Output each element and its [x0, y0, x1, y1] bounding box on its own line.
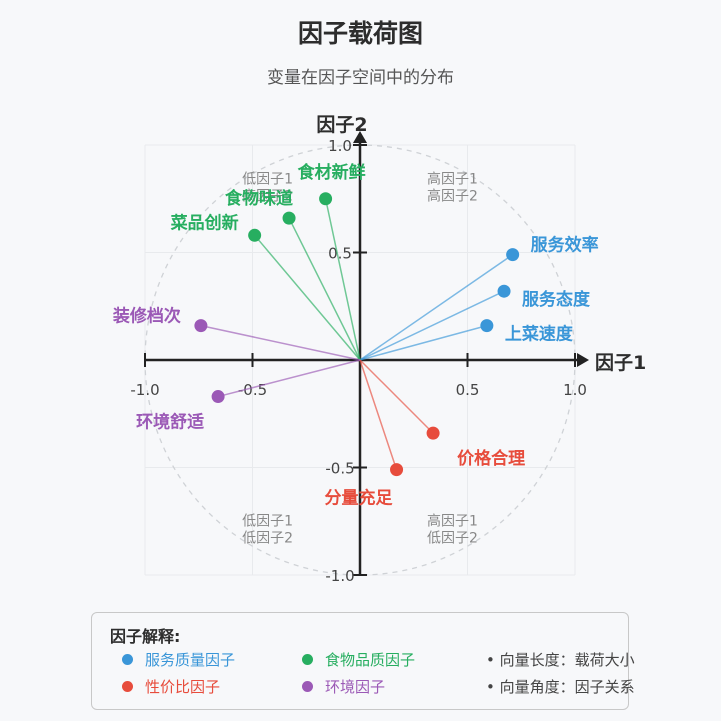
- quadrant-label: 低因子1: [242, 514, 293, 530]
- loading-vector: [359, 359, 434, 434]
- legend-note-angle: • 向量角度：因子关系: [486, 678, 635, 696]
- y-tick-label: 0.5: [328, 245, 352, 263]
- y-tick-label: 1.0: [328, 137, 352, 155]
- loading-point: [211, 390, 225, 404]
- x-tick-label: 1.0: [563, 381, 587, 399]
- legend-label: 服务质量因子: [145, 651, 236, 669]
- quadrant-label: 高因子2: [242, 188, 293, 205]
- loading-point: [426, 426, 440, 440]
- point-label: 菜品创新: [170, 212, 239, 233]
- legend-item-service: 服务质量因子: [122, 649, 235, 670]
- legend-item-environment: 环境因子: [302, 676, 385, 697]
- x-tick-label: 0.5: [456, 381, 480, 399]
- loading-point: [506, 248, 520, 262]
- point-label: 服务效率: [531, 235, 599, 256]
- loading-point: [319, 192, 333, 206]
- legend-item-price: 性价比因子: [122, 676, 220, 697]
- legend-dot: [122, 681, 133, 692]
- legend-label: 性价比因子: [145, 678, 221, 696]
- loading-vector: [359, 290, 505, 361]
- loading-point: [480, 319, 494, 333]
- loading-vector: [359, 254, 514, 361]
- quadrant-label: 高因子2: [427, 188, 478, 205]
- loading-point: [282, 211, 296, 225]
- quadrant-label: 高因子1: [427, 171, 478, 188]
- loading-vector: [288, 217, 361, 361]
- x-axis-label: 因子1: [595, 352, 646, 374]
- legend-dot: [302, 681, 313, 692]
- legend-item-food: 食物品质因子: [302, 649, 415, 670]
- point-label: 环境舒适: [136, 412, 204, 433]
- loading-vector: [254, 234, 361, 361]
- legend-box: 因子解释: 服务质量因子 食物品质因子 性价比因子 环境因子 • 向量长度：载荷…: [91, 612, 635, 710]
- legend-title: 因子解释:: [110, 627, 181, 646]
- point-label: 分量充足: [325, 488, 393, 509]
- quadrant-label: 低因子2: [427, 531, 478, 547]
- point-label: 上菜速度: [505, 324, 574, 345]
- quadrant-label: 低因子1: [242, 172, 293, 188]
- legend-label: 食物品质因子: [325, 651, 416, 669]
- quadrant-label: 低因子2: [242, 531, 293, 547]
- loading-point: [248, 228, 262, 242]
- x-axis-arrow: [577, 353, 589, 367]
- loading-vector: [324, 198, 361, 361]
- y-axis-label: 因子2: [316, 114, 367, 136]
- legend-label: 环境因子: [325, 678, 386, 696]
- point-label: 食材新鲜: [298, 162, 366, 183]
- point-label: 装修档次: [112, 306, 181, 327]
- legend-dot: [302, 654, 313, 665]
- point-label: 价格合理: [457, 448, 525, 469]
- loading-vector: [359, 324, 488, 361]
- quadrant-label: 高因子1: [427, 513, 478, 530]
- chart-subtitle: 变量在因子空间中的分布: [267, 68, 454, 88]
- loading-point: [390, 463, 404, 477]
- point-label: 食物味道: [225, 188, 293, 209]
- legend-dot: [122, 654, 133, 665]
- y-tick-label: -0.5: [325, 460, 354, 478]
- y-axis-arrow: [353, 131, 367, 143]
- loading-point: [497, 284, 511, 298]
- loading-vector: [217, 359, 361, 398]
- x-tick-label: -1.0: [130, 381, 159, 399]
- legend-note-length: • 向量长度：载荷大小: [486, 651, 635, 669]
- loading-vector: [200, 324, 361, 361]
- loading-point: [194, 319, 208, 333]
- point-label: 服务态度: [522, 289, 591, 310]
- y-tick-label: -1.0: [325, 567, 354, 585]
- loading-vector: [359, 359, 398, 470]
- chart-title: 因子载荷图: [297, 19, 423, 48]
